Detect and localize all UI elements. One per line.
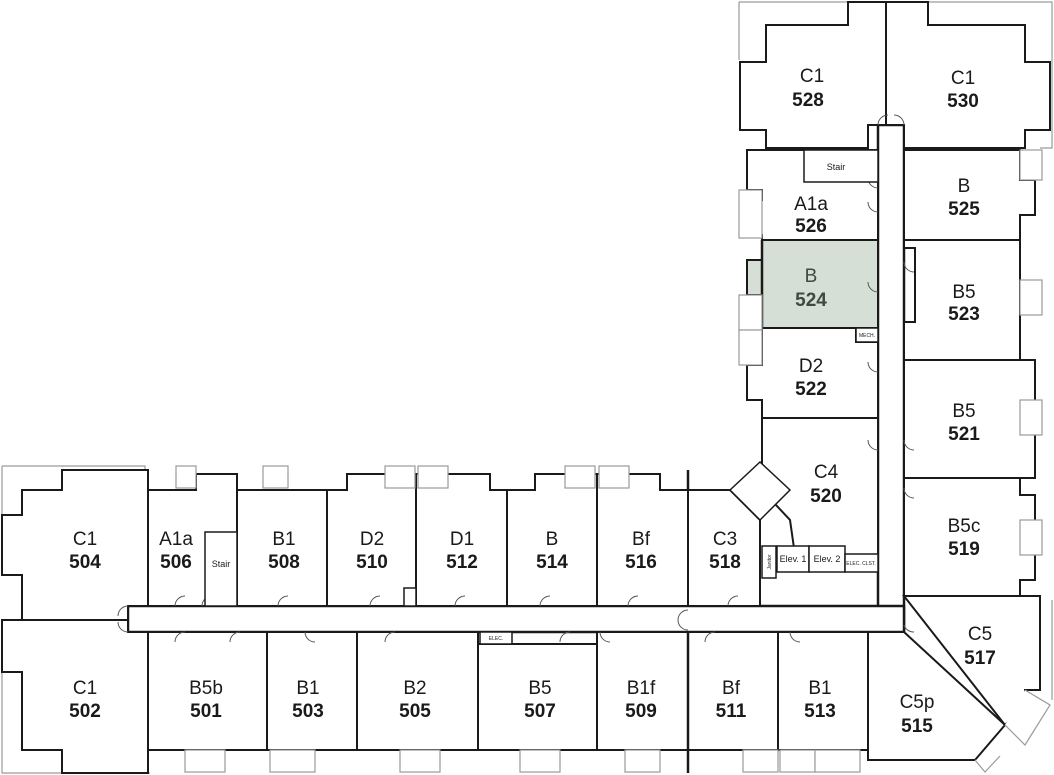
room-519[interactable]: [903, 477, 1036, 597]
elevator-1-label: Elev. 1: [780, 554, 807, 564]
room-number-507: 507: [524, 701, 556, 722]
room-type-511: Bf: [722, 678, 741, 699]
room-type-516: Bf: [632, 529, 651, 550]
door-swings: [117, 114, 915, 643]
room-number-504: 504: [69, 552, 101, 573]
room-number-506: 506: [160, 552, 192, 573]
room-labels: C1 528 C1 530 A1a 526 B 525 B 524 B5 523…: [69, 66, 996, 737]
janitor-closet: [761, 545, 777, 579]
room-type-507: B5: [528, 678, 551, 699]
room-number-514: 514: [536, 552, 568, 573]
room-number-519: 519: [948, 539, 980, 560]
room-number-524: 524: [795, 290, 827, 311]
stair-top-label: Stair: [827, 162, 846, 172]
stair-left: [204, 531, 238, 607]
room-number-521: 521: [948, 424, 980, 445]
room-513[interactable]: [777, 631, 869, 751]
janitor-label: Janitor: [767, 554, 773, 569]
room-type-519: B5c: [948, 516, 981, 537]
room-type-530: C1: [951, 68, 975, 89]
room-number-501: 501: [190, 701, 222, 722]
room-number-509: 509: [625, 701, 657, 722]
room-number-513: 513: [804, 701, 836, 722]
room-number-518: 518: [709, 552, 741, 573]
room-type-502: C1: [73, 678, 97, 699]
room-type-505: B2: [403, 678, 426, 699]
elec-closet: [844, 553, 879, 573]
room-number-502: 502: [69, 701, 101, 722]
room-type-504: C1: [73, 529, 97, 550]
room-type-521: B5: [952, 401, 975, 422]
room-number-528: 528: [792, 90, 824, 111]
utility-labels: Stair Stair Elev. 1 Elev. 2 ELEC. CLST. …: [212, 162, 876, 642]
room-type-514: B: [546, 529, 559, 550]
room-type-523: B5: [952, 282, 975, 303]
room-type-508: B1: [272, 529, 295, 550]
room-type-526: A1a: [794, 194, 828, 215]
elevator-1: [776, 545, 810, 573]
room-type-524: B: [805, 266, 818, 287]
room-type-515: C5p: [900, 692, 935, 713]
room-type-506: A1a: [159, 529, 193, 550]
utility-spaces: [204, 149, 879, 645]
room-number-511: 511: [716, 701, 747, 722]
room-type-518: C3: [713, 529, 737, 550]
room-number-520: 520: [810, 486, 842, 507]
room-number-517: 517: [964, 648, 996, 669]
elec-closet-label: ELEC. CLST.: [846, 561, 875, 567]
stair-left-label: Stair: [212, 559, 231, 569]
mech-label: MECH.: [859, 333, 875, 339]
room-number-526: 526: [795, 216, 827, 237]
room-number-523: 523: [948, 304, 980, 325]
room-type-501: B5b: [189, 678, 223, 699]
mech-room: [855, 327, 879, 343]
room-type-503: B1: [296, 678, 319, 699]
room-number-512: 512: [446, 552, 478, 573]
room-number-505: 505: [399, 701, 431, 722]
room-type-517: C5: [968, 624, 992, 645]
room-number-515: 515: [901, 716, 933, 737]
stair-top: [803, 149, 879, 183]
room-502[interactable]: [1, 619, 149, 774]
room-type-522: D2: [799, 356, 823, 377]
room-number-508: 508: [268, 552, 300, 573]
room-type-525: B: [958, 176, 971, 197]
room-number-525: 525: [948, 199, 980, 220]
room-number-522: 522: [795, 379, 827, 400]
room-number-516: 516: [625, 552, 657, 573]
room-type-513: B1: [808, 678, 831, 699]
room-type-528: C1: [800, 66, 824, 87]
elec-room: [479, 631, 513, 645]
elec-label: ELEC.: [489, 636, 503, 642]
room-number-503: 503: [292, 701, 324, 722]
room-type-512: D1: [450, 529, 474, 550]
room-type-510: D2: [360, 529, 384, 550]
room-number-510: 510: [356, 552, 388, 573]
elevator-2-label: Elev. 2: [814, 554, 841, 564]
room-number-530: 530: [947, 91, 979, 112]
window-bays: [175, 149, 1051, 773]
room-type-509: B1f: [627, 678, 656, 699]
room-521[interactable]: [903, 359, 1036, 479]
room-type-520: C4: [814, 462, 839, 483]
